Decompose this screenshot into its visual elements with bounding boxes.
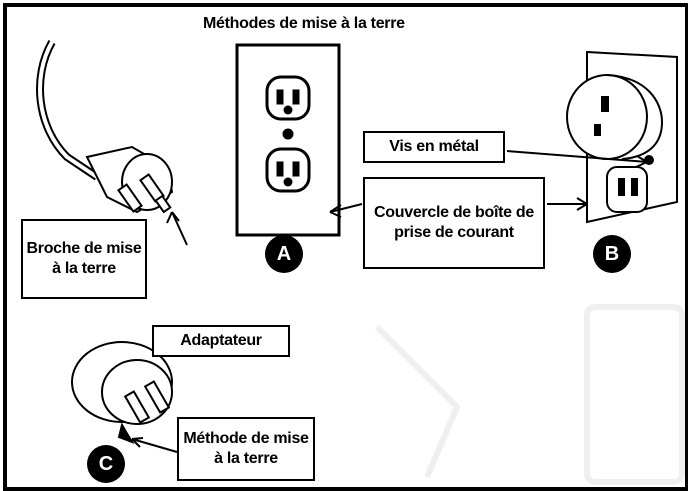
diagram-title: Méthodes de mise à la terre [203, 15, 405, 32]
badge-a: A [265, 235, 303, 273]
label-outlet-cover: Couvercle de boîte de prise de courant [363, 177, 545, 269]
outlet-a [235, 43, 341, 237]
outlet-b [566, 50, 678, 224]
label-adapter: Adaptateur [152, 325, 290, 357]
watermark [374, 304, 685, 485]
diagram-frame: Méthodes de mise à la terre Broche de mi… [3, 3, 688, 491]
label-metal-screw: Vis en métal [363, 131, 505, 163]
badge-c: C [87, 445, 125, 483]
badge-b: B [593, 235, 631, 273]
label-ground-method: Méthode de mise à la terre [177, 417, 315, 481]
diagram-artwork [36, 40, 685, 485]
label-ground-pin: Broche de mise à la terre [21, 219, 147, 299]
arrows [131, 150, 648, 453]
adapter-c [71, 341, 173, 444]
three-prong-plug [36, 40, 174, 214]
